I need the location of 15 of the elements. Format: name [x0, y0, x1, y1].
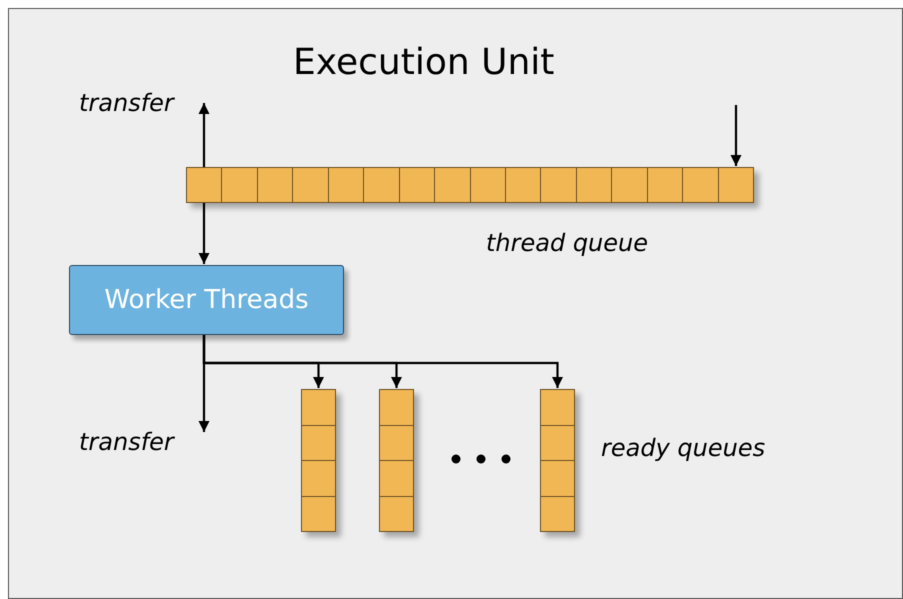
transfer-label: transfer — [79, 428, 174, 456]
arrow — [730, 105, 742, 166]
process-box: Worker Threads — [69, 265, 344, 335]
queue-bar — [301, 389, 336, 531]
queue-bar — [540, 389, 575, 531]
queue-bar — [186, 167, 753, 203]
arrow — [202, 335, 563, 388]
title: Execution Unit — [293, 42, 554, 83]
transfer-label: transfer — [79, 89, 174, 117]
arrow — [198, 103, 210, 167]
panel-background — [8, 8, 903, 599]
arrow — [198, 203, 210, 264]
queue-label: thread queue — [486, 229, 648, 257]
queue-bar — [379, 389, 414, 531]
queue-label: ready queues — [601, 434, 766, 462]
